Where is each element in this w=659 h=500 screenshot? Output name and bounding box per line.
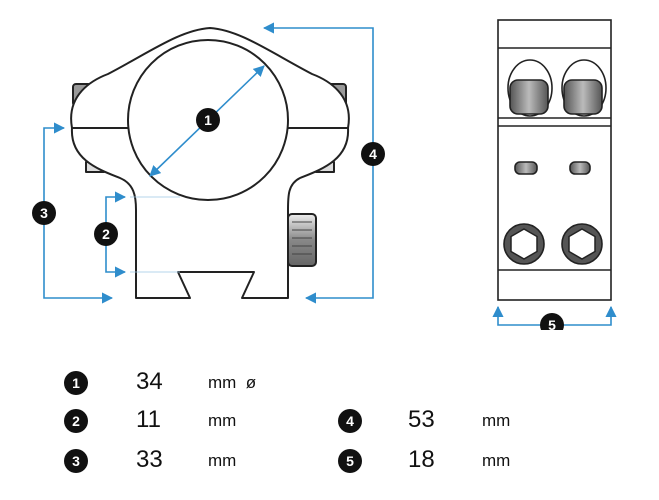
callout-4-label: 4 [369, 146, 377, 162]
legend-unit-1: mm ø [208, 373, 257, 392]
callout-1-label: 1 [204, 112, 212, 128]
legend-row-5: 5 18 mm [338, 446, 598, 480]
legend-row-3: 3 33 mm [64, 446, 324, 480]
legend-value-1: 34 [136, 368, 163, 395]
callout-2-badge [94, 222, 118, 246]
scope-ring-diagram: 1 2 3 4 5 [32, 19, 617, 330]
legend-badge-5: 5 [338, 449, 362, 473]
callout-5-label: 5 [548, 317, 556, 330]
legend-unit-5: mm [482, 451, 511, 470]
legend-row-1: 1 34 mm ø [64, 368, 324, 402]
callout-5-badge [540, 313, 564, 330]
legend-unit-2: mm [208, 411, 237, 430]
side-view [497, 19, 612, 301]
legend-row-2: 2 11 mm [64, 406, 324, 440]
legend-value-5: 18 [408, 446, 435, 473]
legend-value-3: 33 [136, 446, 163, 473]
callout-2-label: 2 [102, 226, 110, 242]
callout-3-badge [32, 201, 56, 225]
callout-4-badge [361, 142, 385, 166]
legend-unit-3: mm [208, 451, 237, 470]
legend-unit-4: mm [482, 411, 511, 430]
legend-value-4: 53 [408, 406, 435, 433]
callout-1-badge [196, 108, 220, 132]
front-view [70, 27, 350, 299]
slot-right [569, 161, 591, 175]
slot-left [514, 161, 538, 175]
callouts: 1 2 3 4 5 [32, 108, 564, 330]
legend-value-2: 11 [136, 406, 161, 433]
legend-badge-2: 2 [64, 409, 88, 433]
legend-badge-3: 3 [64, 449, 88, 473]
legend-badge-1: 1 [64, 371, 88, 395]
callout-3-label: 3 [40, 205, 48, 221]
legend-badge-4: 4 [338, 409, 362, 433]
legend-row-4: 4 53 mm [338, 406, 598, 440]
